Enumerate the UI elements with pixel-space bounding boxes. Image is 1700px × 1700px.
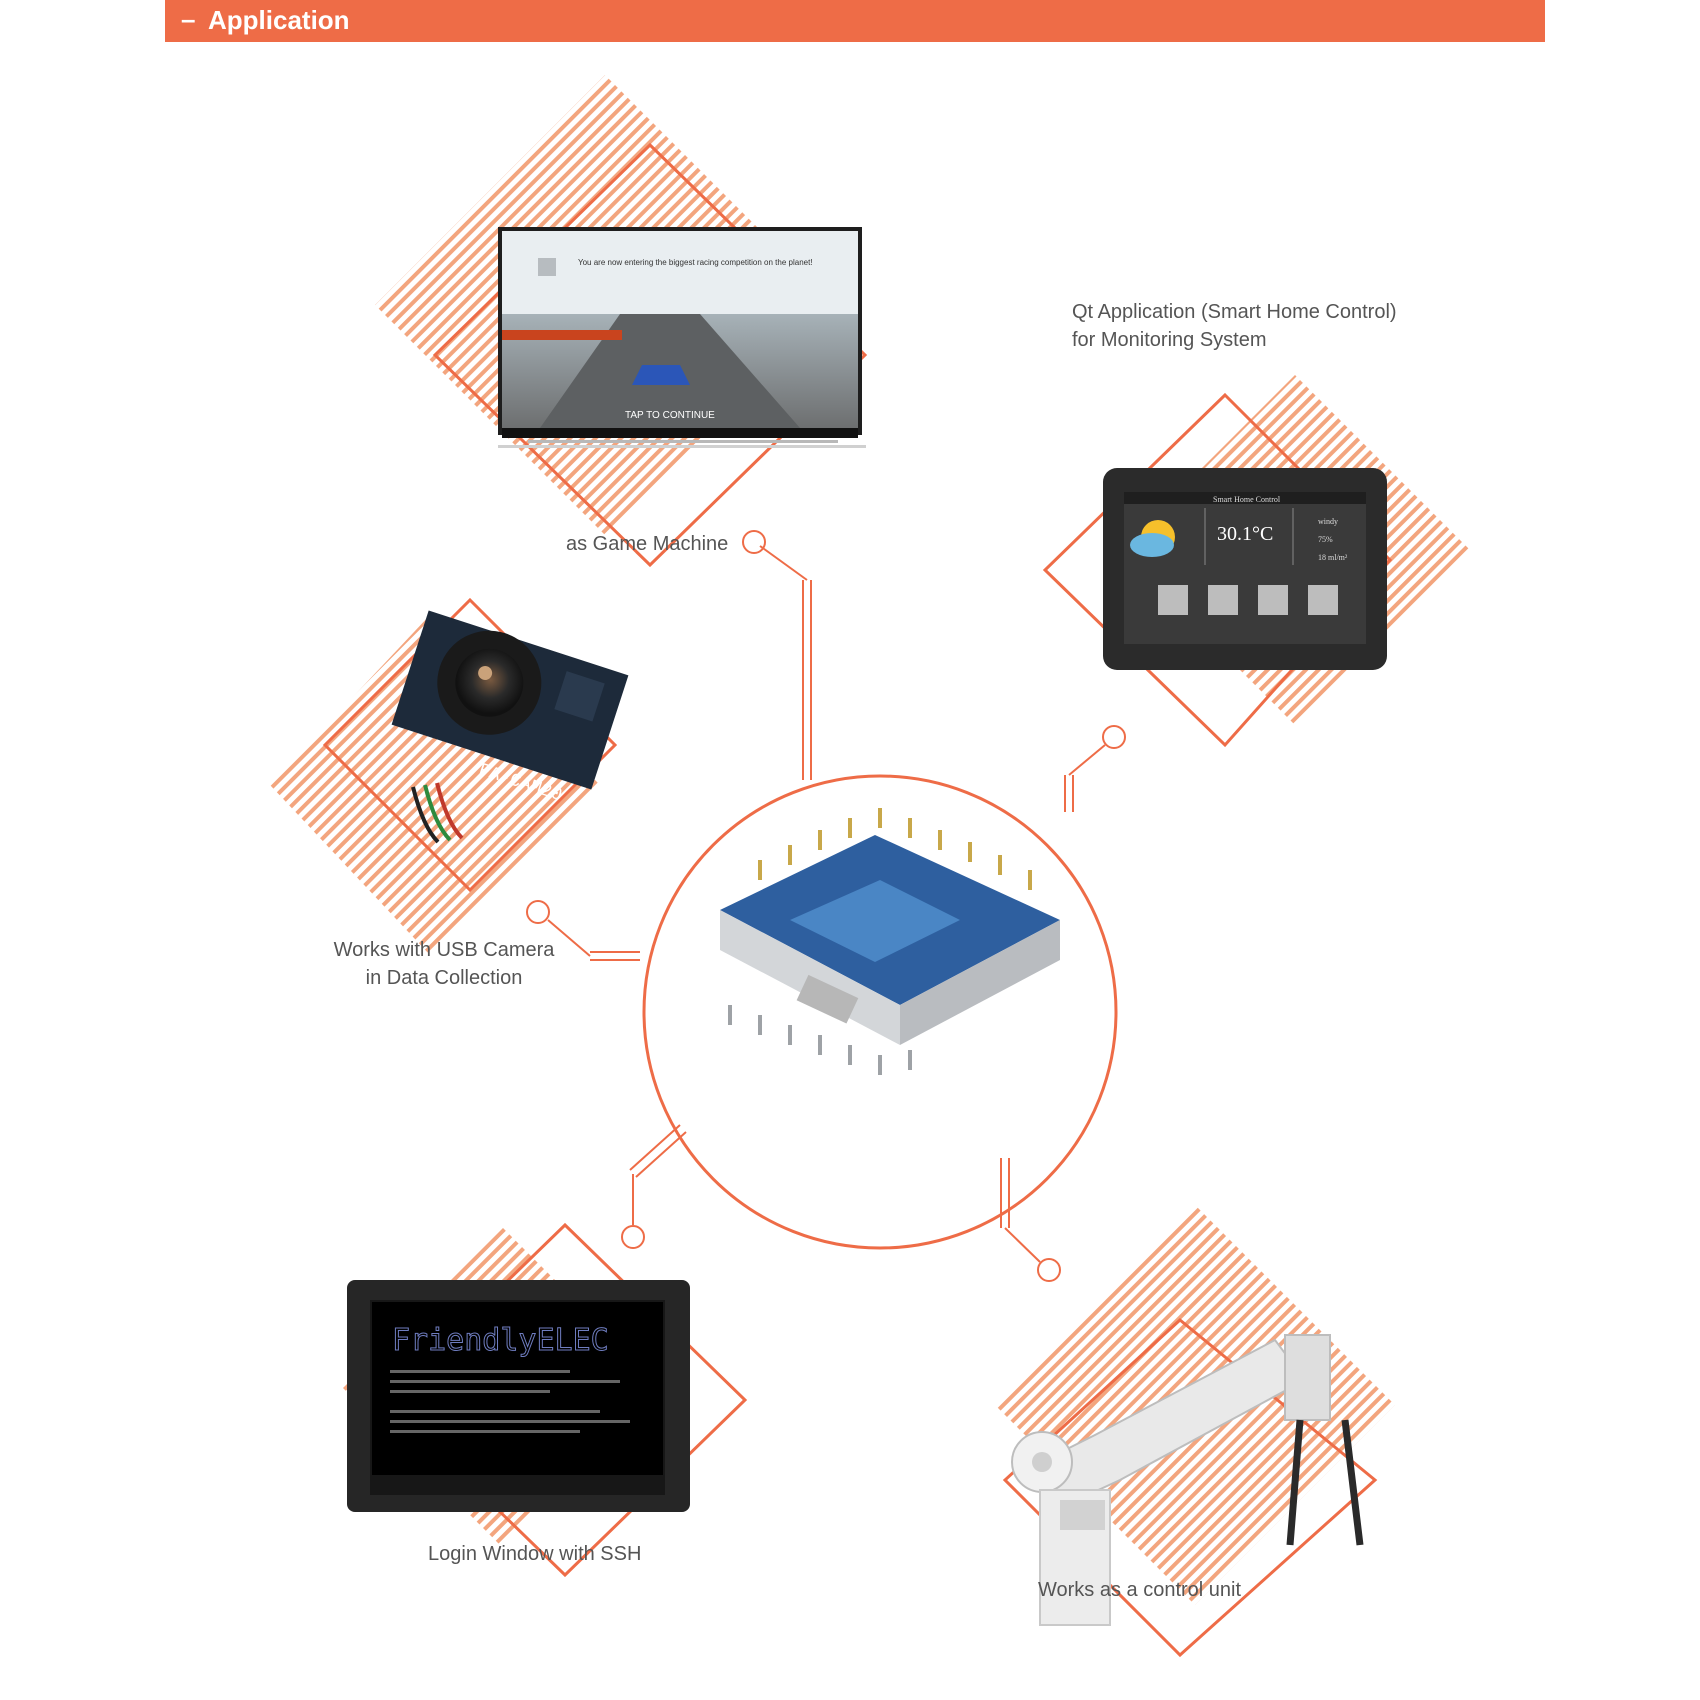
connector-node [621,1225,645,1249]
smart-home-graphic [1042,375,1470,748]
header-dash: – [181,4,196,34]
central-board-graphic [526,530,1126,1282]
connector-node [526,900,550,924]
label-game-machine-text: as Game Machine [566,533,729,555]
connector-node [1102,725,1126,749]
control-unit-graphic [995,1205,1395,1658]
label-control-unit: Works as a control unit [1038,1576,1241,1604]
smarthome-wind: windy [1318,517,1338,526]
label-usb-camera: Works with USB Camera in Data Collection [324,936,564,992]
game-screen-tap: TAP TO CONTINUE [625,410,715,421]
smarthome-title: Smart Home Control [1213,495,1281,504]
connector-node [742,530,766,554]
label-camera-line2: in Data Collection [365,967,523,989]
connector-node [1037,1258,1061,1282]
game-machine-graphic [375,75,868,568]
label-qt-line2: for Monitoring System [1072,329,1267,351]
tv-icon [498,227,866,448]
connector-lines [526,530,1126,1282]
smarthome-light: 18 ml/m² [1318,553,1348,562]
monitor-icon [347,1280,690,1512]
ssh-terminal-graphic [340,1222,748,1578]
outline-diamond [1002,1318,1378,1658]
section-header: – Application [165,0,1545,42]
robot-arm-icon [1011,1334,1364,1626]
usb-camera-graphic [270,597,629,955]
label-qt-line1: Qt Application (Smart Home Control) [1072,301,1397,323]
smarthome-humidity: 75% [1318,535,1333,544]
label-camera-line1: Works with USB Camera [333,939,555,961]
label-ssh-text: Login Window with SSH [428,1543,642,1565]
game-screen-caption: You are now entering the biggest racing … [578,258,813,267]
label-control-text: Works as a control unit [1038,1579,1242,1601]
label-game-machine: as Game Machine [566,530,728,558]
tablet-icon [1103,468,1387,670]
stripe-diamond [270,615,600,955]
circuit-board-icon [720,808,1060,1075]
label-ssh-login: Login Window with SSH [428,1540,641,1568]
label-qt-application: Qt Application (Smart Home Control) for … [1072,298,1397,354]
smarthome-temp: 30.1°C [1217,523,1273,545]
terminal-banner: FriendlyELEC [392,1323,609,1358]
section-title: Application [208,5,350,35]
camera-module-icon [391,610,629,790]
